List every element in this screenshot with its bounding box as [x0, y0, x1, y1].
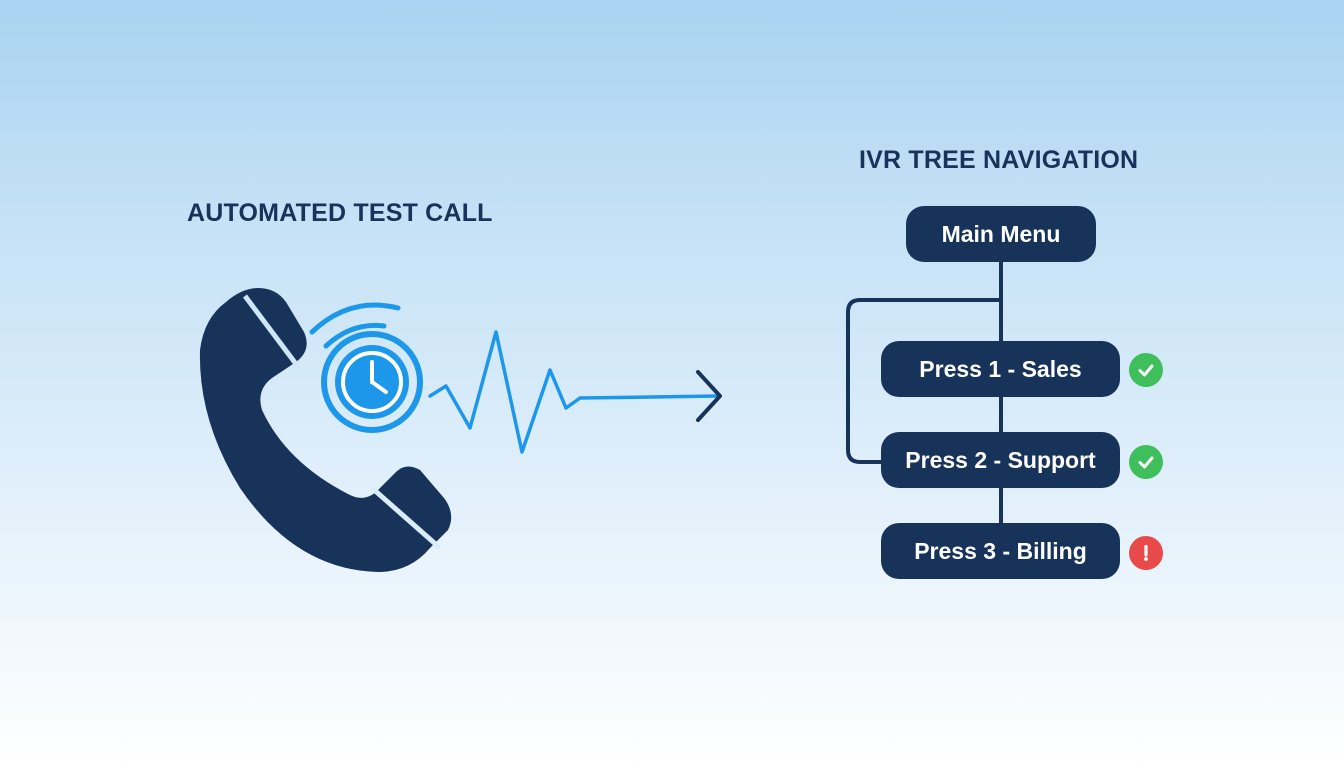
- waveform-icon: [428, 330, 720, 454]
- automated-test-call-title: AUTOMATED TEST CALL: [187, 199, 493, 227]
- tree-node-option-1[interactable]: Press 1 - Sales: [881, 341, 1120, 397]
- signal-waves-icon: [309, 302, 401, 349]
- clock-icon: [321, 331, 423, 433]
- phone-handset-icon: [199, 288, 452, 572]
- exclamation-circle-icon: [1129, 536, 1163, 570]
- tree-node-label: Press 2 - Support: [905, 446, 1096, 473]
- tree-node-label: Press 1 - Sales: [919, 355, 1082, 382]
- tree-node-label: Press 3 - Billing: [914, 537, 1087, 564]
- tree-node-main-menu[interactable]: Main Menu: [906, 206, 1096, 262]
- check-circle-icon: [1129, 353, 1163, 387]
- check-circle-icon: [1129, 445, 1163, 479]
- tree-node-label: Main Menu: [941, 220, 1061, 247]
- tree-node-option-3[interactable]: Press 3 - Billing: [881, 523, 1120, 579]
- tree-node-option-2[interactable]: Press 2 - Support: [881, 432, 1120, 488]
- ivr-tree-title: IVR TREE NAVIGATION: [859, 146, 1139, 174]
- arrow-right-icon: [696, 370, 722, 422]
